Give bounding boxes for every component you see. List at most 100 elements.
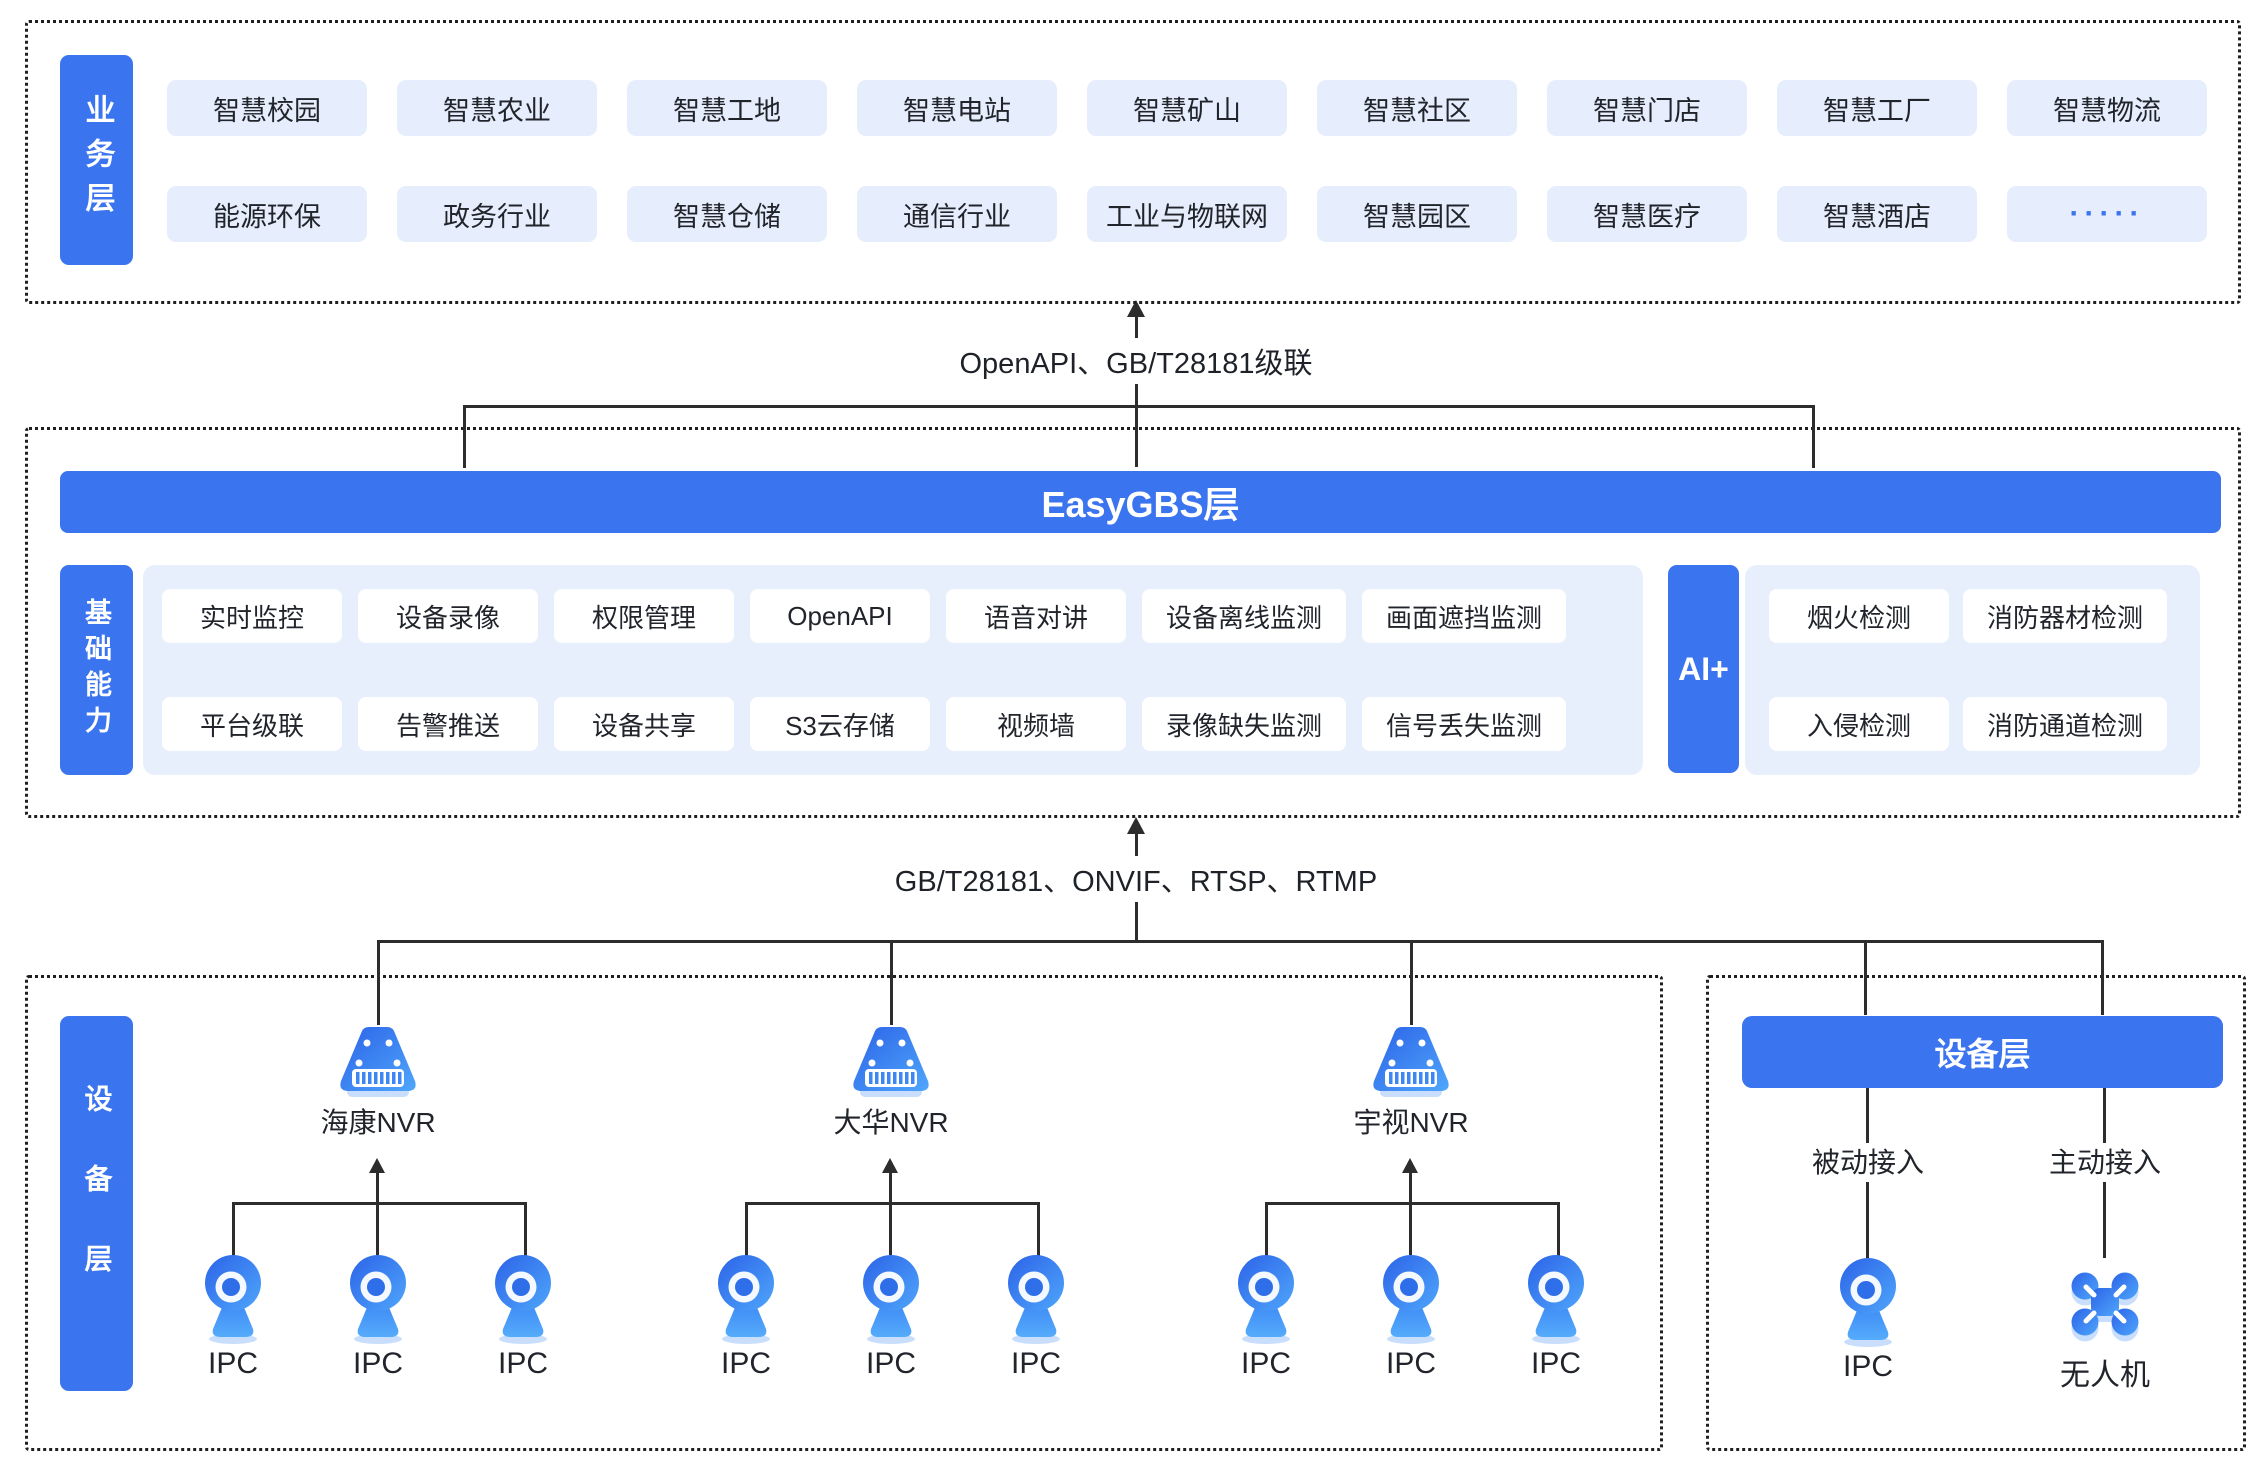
- ipc-camera-icon: [1008, 1255, 1064, 1344]
- arrow-up-to-nvr: [1402, 1158, 1418, 1173]
- ipc-label: IPC: [352, 1347, 403, 1380]
- branch-nvr1: [377, 940, 380, 1025]
- branch-active: [2101, 940, 2104, 1015]
- ipc-label: IPC: [1240, 1347, 1291, 1380]
- ipc-label: IPC: [865, 1347, 916, 1380]
- capability-chip: 设备共享: [554, 697, 734, 751]
- ai-chip: 消防器材检测: [1963, 589, 2168, 643]
- ai-panel: 烟火检测 消防器材检测 入侵检测 消防通道检测: [1745, 565, 2200, 775]
- ipc-label: IPC: [1385, 1347, 1436, 1380]
- ipc-label: IPC: [207, 1347, 258, 1380]
- capability-chip: 语音对讲: [946, 589, 1126, 643]
- business-chip: 智慧医疗: [1547, 186, 1747, 242]
- business-chip: 通信行业: [857, 186, 1057, 242]
- ai-row-2: 入侵检测 消防通道检测: [1769, 697, 2168, 751]
- drone-icon: [2071, 1272, 2139, 1342]
- business-chip: 能源环保: [167, 186, 367, 242]
- capability-chip: 信号丢失监测: [1362, 697, 1567, 751]
- capability-chip: 录像缺失监测: [1142, 697, 1347, 751]
- device-layer-right-box: 设备层 被动接入 主动接入: [1706, 975, 2246, 1451]
- business-chip: 智慧园区: [1317, 186, 1517, 242]
- business-layer-tag: 业务层: [60, 55, 133, 265]
- ipc-label: IPC: [720, 1347, 771, 1380]
- top-protocol-label: OpenAPI、GB/T28181级联: [936, 338, 1336, 384]
- nvr-label: 宇视NVR: [1353, 1107, 1469, 1138]
- nvr-icon: [340, 1027, 416, 1097]
- business-chip: 智慧农业: [397, 80, 597, 136]
- ipc-camera-icon: [1383, 1255, 1439, 1344]
- business-chip: 智慧物流: [2007, 80, 2207, 136]
- capability-chip: 设备离线监测: [1142, 589, 1347, 643]
- ai-row-1: 烟火检测 消防器材检测: [1769, 589, 2168, 643]
- ipc-label: IPC: [497, 1347, 548, 1380]
- business-layer-box: 业务层 智慧校园 智慧农业 智慧工地 智慧电站 智慧矿山 智慧社区 智慧门店 智…: [25, 20, 2241, 304]
- active-access-label: 主动接入: [2025, 1141, 2185, 1182]
- nvr-icon: [853, 1027, 929, 1097]
- ipc-center-stub: [889, 1202, 892, 1255]
- ipc-label: IPC: [1530, 1347, 1581, 1380]
- drone-label: 无人机: [2060, 1359, 2150, 1392]
- ipc-bracket: [1265, 1202, 1560, 1258]
- nvr-group-uniview: 宇视NVR IPC IPC IPC: [1191, 975, 1631, 1445]
- arrow-up-to-business: [1127, 300, 1145, 317]
- ai-chip: 烟火检测: [1769, 589, 1949, 643]
- ipc-center-stub: [376, 1202, 379, 1255]
- branch-nvr3: [1410, 940, 1413, 1025]
- capability-chip: 平台级联: [162, 697, 342, 751]
- business-row-2: 能源环保 政务行业 智慧仓储 通信行业 工业与物联网 智慧园区 智慧医疗 智慧酒…: [167, 186, 2207, 242]
- branch-nvr2: [890, 940, 893, 1025]
- capability-chip: S3云存储: [750, 697, 930, 751]
- nvr-arrow-line: [376, 1171, 379, 1202]
- nvr-arrow-line: [1409, 1171, 1412, 1202]
- ai-chip: 消防通道检测: [1963, 697, 2168, 751]
- device-layer-right-title: 设备层: [1742, 1016, 2223, 1088]
- ipc-camera-icon: [350, 1255, 406, 1344]
- business-chip: 智慧门店: [1547, 80, 1747, 136]
- arrow-up-to-nvr: [369, 1158, 385, 1173]
- business-row-1: 智慧校园 智慧农业 智慧工地 智慧电站 智慧矿山 智慧社区 智慧门店 智慧工厂 …: [167, 80, 2207, 136]
- easygbs-bracket: [463, 405, 1815, 468]
- business-chip: 智慧仓储: [627, 186, 827, 242]
- device-distribution-line: [378, 940, 2104, 943]
- arrow-up-to-easygbs: [1127, 817, 1145, 834]
- easygbs-layer-box: EasyGBS层 基础能力 实时监控 设备录像 权限管理 OpenAPI 语音对…: [25, 427, 2241, 818]
- capability-chip: 权限管理: [554, 589, 734, 643]
- business-chip: 智慧矿山: [1087, 80, 1287, 136]
- ipc-camera-icon: [1528, 1255, 1584, 1344]
- capability-chip: OpenAPI: [750, 589, 930, 643]
- capability-chip: 画面遮挡监测: [1362, 589, 1567, 643]
- business-chip: 智慧酒店: [1777, 186, 1977, 242]
- business-chip: 工业与物联网: [1087, 186, 1287, 242]
- more-dots-chip: ·····: [2007, 186, 2207, 242]
- ipc-label: IPC: [1010, 1347, 1061, 1380]
- nvr-group-dahua: 大华NVR IPC IPC IPC: [671, 975, 1111, 1445]
- business-chip: 智慧工地: [627, 80, 827, 136]
- ipc-camera-icon: [863, 1255, 919, 1344]
- business-chip: 智慧工厂: [1777, 80, 1977, 136]
- capability-chip: 告警推送: [358, 697, 538, 751]
- nvr-icon: [1373, 1027, 1449, 1097]
- ipc-label: IPC: [1842, 1350, 1893, 1383]
- business-chip: 智慧校园: [167, 80, 367, 136]
- capability-panel: 实时监控 设备录像 权限管理 OpenAPI 语音对讲 设备离线监测 画面遮挡监…: [143, 565, 1643, 775]
- arrow-up-to-nvr: [882, 1158, 898, 1173]
- ipc-camera-icon: [205, 1255, 261, 1344]
- nvr-group-hikvision: 海康NVR IPC IPC IPC: [158, 975, 598, 1445]
- nvr-arrow-line: [889, 1171, 892, 1202]
- ipc-camera-icon: [495, 1255, 551, 1344]
- ipc-camera-icon: [1840, 1258, 1896, 1347]
- nvr-label: 海康NVR: [320, 1107, 436, 1138]
- capability-row-2: 平台级联 告警推送 设备共享 S3云存储 视频墙 录像缺失监测 信号丢失监测: [162, 697, 1567, 751]
- nvr-label: 大华NVR: [833, 1107, 949, 1138]
- branch-passive: [1864, 940, 1867, 1015]
- ipc-center-stub: [1409, 1202, 1412, 1255]
- capability-tag: 基础能力: [60, 565, 133, 775]
- easygbs-title-bar: EasyGBS层: [60, 471, 2221, 533]
- ipc-bracket: [232, 1202, 527, 1258]
- ipc-camera-icon: [718, 1255, 774, 1344]
- capability-chip: 设备录像: [358, 589, 538, 643]
- business-chip: 政务行业: [397, 186, 597, 242]
- ai-chip: 入侵检测: [1769, 697, 1949, 751]
- top-connector-line: [1135, 314, 1138, 467]
- device-layer-box: 设备层: [25, 975, 1663, 1451]
